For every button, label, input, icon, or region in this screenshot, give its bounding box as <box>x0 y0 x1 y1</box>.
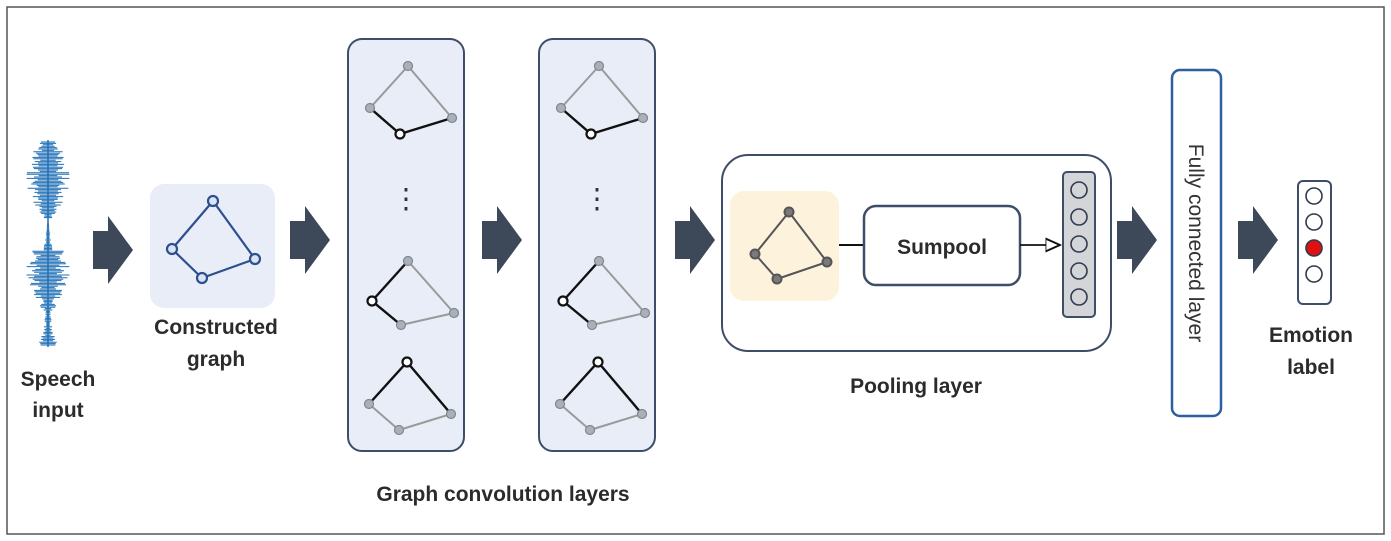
graph-node <box>584 424 596 436</box>
gcn-graph <box>363 356 457 436</box>
emotion-label-line1: Emotion <box>1269 324 1353 347</box>
emotion-unit <box>1305 265 1323 283</box>
gcn-graph <box>557 255 651 331</box>
gcn-graph <box>366 255 460 331</box>
pooled-vector <box>1062 171 1096 318</box>
graph-node <box>401 356 413 368</box>
gcn-graph <box>555 60 649 140</box>
graph-node <box>248 252 262 266</box>
graph-node <box>771 273 783 285</box>
graph-node <box>593 255 605 267</box>
flow-arrow-2 <box>290 206 330 274</box>
graph-node <box>636 408 648 420</box>
fully-connected-label: Fully connected layer <box>1184 144 1207 342</box>
speech-input-label-line1: Speech <box>21 368 96 391</box>
sumpool-label: Sumpool <box>897 236 987 259</box>
flow-arrow-5 <box>1117 206 1157 274</box>
pooling-layer-label: Pooling layer <box>850 375 982 398</box>
gcn-layer-panel-2 <box>538 38 656 452</box>
speech-input-label-line2: input <box>32 399 83 422</box>
emotion-unit <box>1305 187 1323 205</box>
graph-node <box>395 319 407 331</box>
graph-node <box>445 408 457 420</box>
vector-unit <box>1070 208 1088 226</box>
flow-arrow-6 <box>1238 206 1278 274</box>
flow-arrow-1 <box>93 216 133 284</box>
flow-arrow-3 <box>482 206 522 274</box>
emotion-unit-active <box>1305 239 1323 257</box>
gcn-layer-panel-1 <box>347 38 465 452</box>
graph-node <box>393 424 405 436</box>
vector-unit <box>1070 262 1088 280</box>
vector-unit <box>1070 181 1088 199</box>
outer-frame <box>6 6 1385 535</box>
constructed-graph-panel <box>150 184 275 308</box>
emotion-output-units <box>1305 187 1323 283</box>
constructed-graph-label-line1: Constructed <box>154 316 278 339</box>
pooled-vector-units <box>1070 181 1088 306</box>
graph-node <box>394 128 406 140</box>
emotion-label-line2: label <box>1287 356 1335 379</box>
graph-node <box>363 398 375 410</box>
graph-conv-layers-label: Graph convolution layers <box>376 483 629 506</box>
graph-node <box>637 112 649 124</box>
graph-node <box>402 60 414 72</box>
constructed-graph <box>165 194 262 285</box>
graph-node <box>446 112 458 124</box>
graph-node <box>364 102 376 114</box>
constructed-graph-label-line2: graph <box>187 348 245 371</box>
graph-node <box>585 128 597 140</box>
emotion-unit <box>1305 213 1323 231</box>
graph-node <box>195 271 209 285</box>
graph-node <box>557 295 569 307</box>
graph-node <box>402 255 414 267</box>
gcn-graph <box>364 60 458 140</box>
graph-node <box>639 307 651 319</box>
pool-input-graph <box>749 206 833 285</box>
pool-input-highlight <box>730 191 839 301</box>
graph-node <box>555 102 567 114</box>
gcn-graphs <box>363 60 651 436</box>
speech-waveform <box>26 140 70 347</box>
vector-unit <box>1070 235 1088 253</box>
ellipsis-2: ⋮ <box>583 182 611 215</box>
graph-node <box>593 60 605 72</box>
graph-node <box>448 307 460 319</box>
flow-arrow-4 <box>675 206 715 274</box>
fully-connected-layer-box <box>1170 68 1223 418</box>
graph-node <box>592 356 604 368</box>
ellipsis-1: ⋮ <box>392 182 420 215</box>
vector-unit <box>1070 288 1088 306</box>
gcn-graph <box>554 356 648 436</box>
graph-node <box>783 206 795 218</box>
graph-node <box>586 319 598 331</box>
graph-node <box>554 398 566 410</box>
graph-node <box>821 256 833 268</box>
graph-node <box>165 242 179 256</box>
graph-node <box>206 194 220 208</box>
graph-node <box>366 295 378 307</box>
graph-node <box>749 248 761 260</box>
